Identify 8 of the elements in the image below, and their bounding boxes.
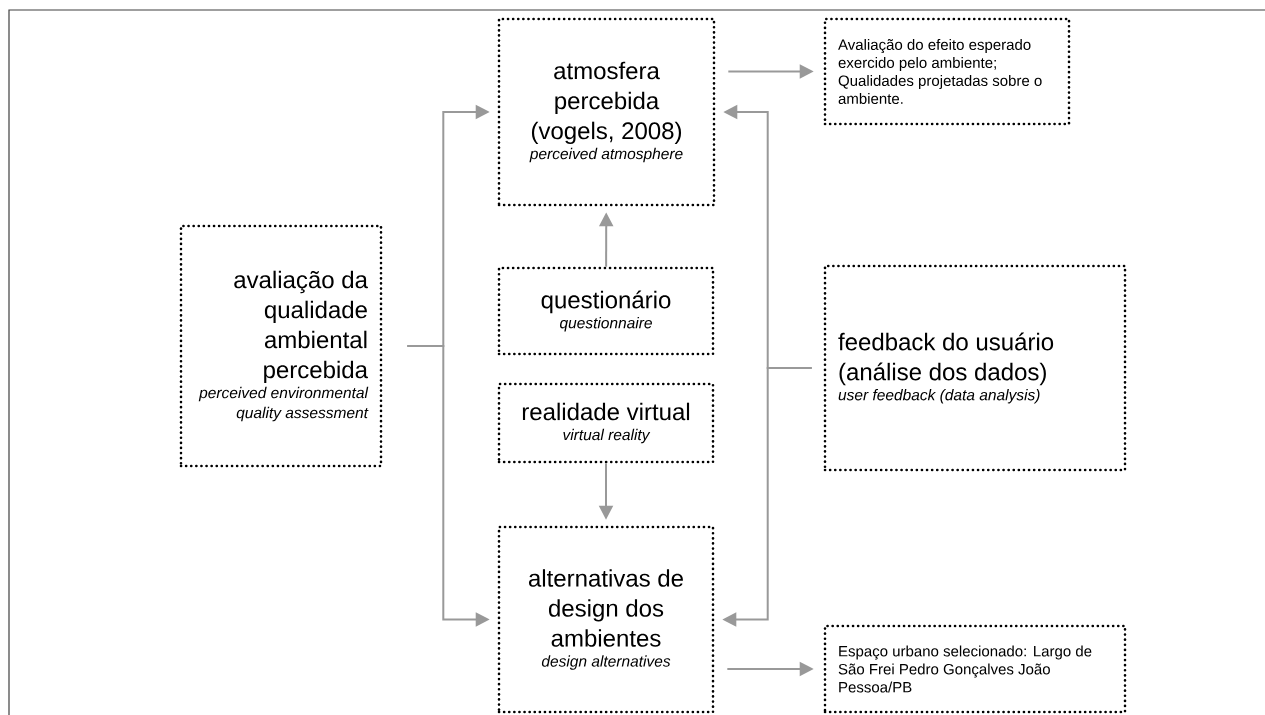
- process-box: questionário questionnaire: [497, 266, 715, 356]
- process-box: alternativas de design dos ambientes design alternatives: [497, 525, 715, 714]
- process-box: feedback do usuário (análise dos dados) user feedback (data analysis): [823, 264, 1127, 472]
- process-box: atmosfera percebida (vogels, 2008) perceived atmosphere: [497, 17, 716, 207]
- note-box: Avaliação do efeito esperado exercido pelo ambiente; Qualidades projetadas sobre o ambiente.: [823, 17, 1071, 126]
- process-box: realidade virtual virtual reality: [497, 382, 715, 464]
- process-box: avaliação da qualidade ambiental percebida perceived environmental quality assessment: [179, 224, 383, 468]
- note-box: Espaço urbano selecionado: Largo de São Frei Pedro Gonçalves João Pessoa/PB: [823, 624, 1127, 714]
